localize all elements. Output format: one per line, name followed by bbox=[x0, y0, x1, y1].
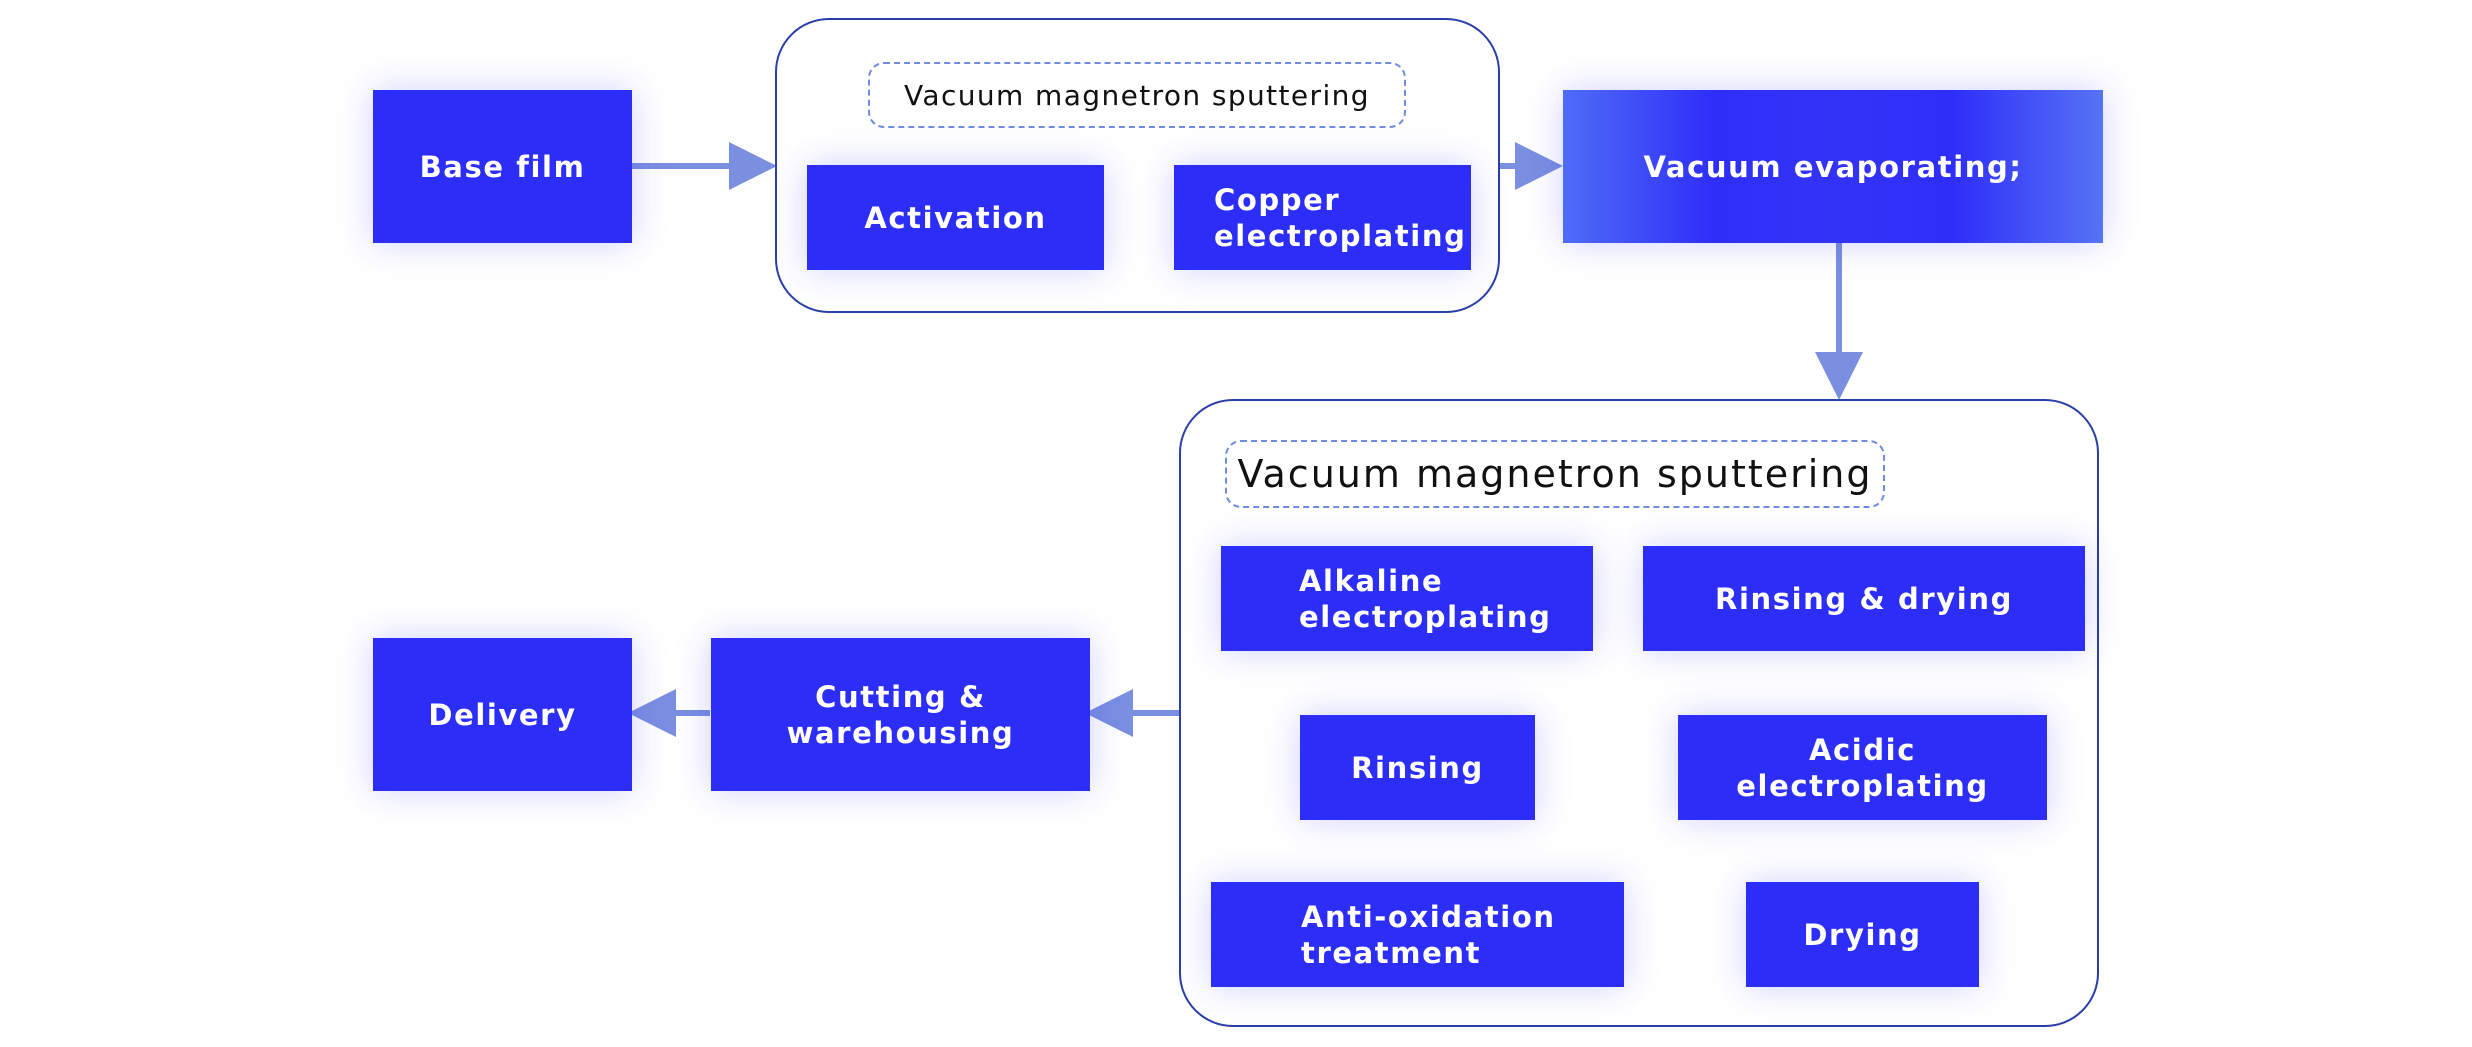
node-acidic-electroplating: Acidic electroplating bbox=[1678, 715, 2047, 820]
node-activation-label: Activation bbox=[864, 200, 1047, 235]
node-copper-electroplating: Copper electroplating bbox=[1174, 165, 1471, 270]
node-anti-oxidation-treatment: Anti-oxidation treatment bbox=[1211, 882, 1624, 987]
node-rinsing-label: Rinsing bbox=[1351, 750, 1484, 785]
node-vacuum-evaporating: Vacuum evaporating; bbox=[1563, 90, 2103, 243]
node-drying-label: Drying bbox=[1803, 917, 1922, 952]
node-rinsing-drying: Rinsing & drying bbox=[1643, 546, 2085, 651]
node-copper-electroplating-label: Copper electroplating bbox=[1214, 182, 1467, 253]
node-alkaline-electroplating-label: Alkaline electroplating bbox=[1299, 563, 1552, 634]
node-delivery-label: Delivery bbox=[428, 697, 577, 732]
node-cutting-warehousing-label: Cutting & warehousing bbox=[786, 679, 1015, 750]
node-drying: Drying bbox=[1746, 882, 1979, 987]
node-base-film-label: Base film bbox=[419, 149, 586, 184]
node-alkaline-electroplating: Alkaline electroplating bbox=[1221, 546, 1593, 651]
node-anti-oxidation-treatment-label: Anti-oxidation treatment bbox=[1301, 899, 1556, 970]
node-cutting-warehousing: Cutting & warehousing bbox=[711, 638, 1090, 791]
node-activation: Activation bbox=[807, 165, 1104, 270]
node-acidic-electroplating-label: Acidic electroplating bbox=[1736, 732, 1989, 803]
node-vacuum-evaporating-label: Vacuum evaporating; bbox=[1643, 149, 2023, 184]
lower-group-label: Vacuum magnetron sputtering bbox=[1225, 440, 1885, 508]
node-delivery: Delivery bbox=[373, 638, 632, 791]
node-rinsing: Rinsing bbox=[1300, 715, 1535, 820]
upper-group-label: Vacuum magnetron sputtering bbox=[868, 62, 1406, 128]
node-rinsing-drying-label: Rinsing & drying bbox=[1715, 581, 2013, 616]
node-base-film: Base film bbox=[373, 90, 632, 243]
